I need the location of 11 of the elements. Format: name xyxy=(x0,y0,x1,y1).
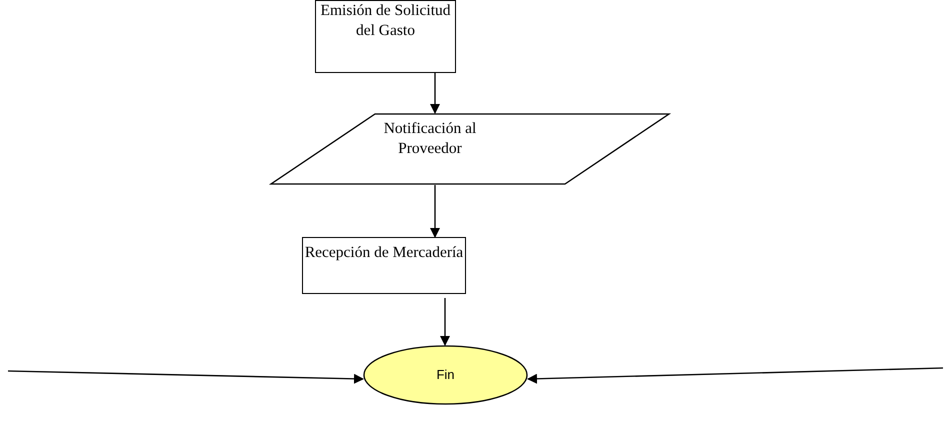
process-box xyxy=(302,237,466,294)
node-label: Recepción de Mercadería xyxy=(304,243,464,263)
node-label: Fin xyxy=(436,366,455,384)
arrow xyxy=(440,298,450,346)
arrow xyxy=(430,185,440,238)
process-box xyxy=(315,0,456,73)
node-label: Emisión de Solicitud del Gasto xyxy=(319,1,452,41)
arrow xyxy=(8,370,364,384)
arrow xyxy=(527,367,944,384)
arrow xyxy=(430,73,440,114)
node-label: Notificación al Proveedor xyxy=(382,119,478,159)
